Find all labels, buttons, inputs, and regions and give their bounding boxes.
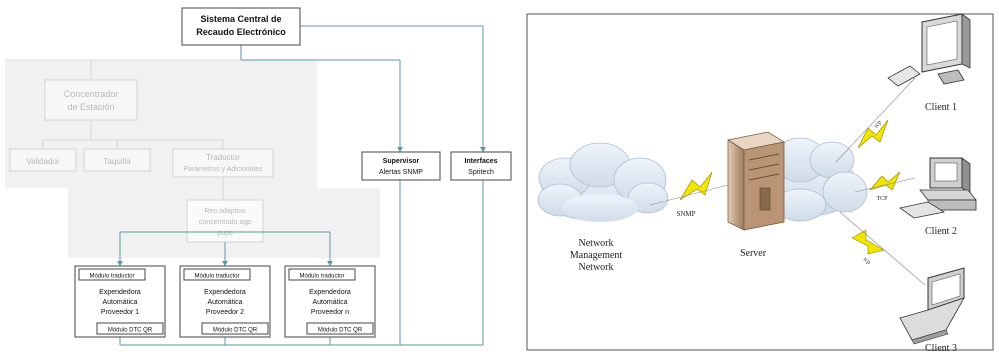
snmp-link-label: SNMP: [676, 210, 695, 218]
network-label-line1: Network: [579, 238, 614, 249]
module-box-3: Módulo traductor Expendedora Automática …: [284, 265, 376, 338]
traductor-line2: Parámetros y Adicionales: [184, 166, 263, 173]
supervisor-box: [361, 151, 441, 181]
module-2-line1: Expendedora: [204, 289, 246, 296]
traductor-box: [172, 148, 274, 178]
module-3-footer: Módulo DTC QR: [318, 328, 363, 334]
system-connectors: [119, 25, 484, 346]
concentrator-line1: Concentrador: [64, 89, 119, 99]
server-network-cloud: [772, 137, 868, 222]
network-label-line2: Management: [570, 250, 622, 261]
network-label-line3: Network: [579, 262, 614, 273]
middle-faded-box: [186, 199, 264, 243]
module-1-line2: Automática: [102, 299, 137, 306]
interfaces-line2: Spritech: [468, 169, 494, 176]
client-2-computer-icon: [899, 157, 977, 219]
server-label: Server: [740, 248, 767, 259]
module-2-header: Módulo traductor: [194, 274, 239, 280]
validator-label: Validador: [26, 157, 60, 166]
central-system-line1: Sistema Central de: [200, 14, 281, 24]
snmp-lightning-icon: [679, 171, 713, 201]
module-1-header: Módulo traductor: [89, 274, 134, 280]
interfaces-box: [450, 151, 512, 181]
taquilla-label: Taquilla: [103, 157, 131, 166]
module-2-footer: Módulo DTC QR: [213, 328, 258, 334]
module-3-line3: Proveedor n: [311, 309, 349, 316]
connector-arrowheads: [117, 147, 486, 266]
central-system-box: [181, 7, 301, 46]
module-1-line1: Expendedora: [99, 289, 141, 296]
central-system-line2: Recaudo Electrónico: [196, 27, 286, 37]
module-3-line1: Expendedora: [309, 289, 351, 296]
client-3-laptop-icon: [899, 267, 965, 345]
module-3-header: Módulo traductor: [299, 274, 344, 280]
supervisor-line2: Alertas SNMP: [379, 169, 423, 176]
supervisor-line1: Supervisor: [383, 158, 420, 165]
middle-line2: concentrado agp: [199, 219, 251, 226]
module-3-line2: Automática: [312, 299, 347, 306]
right-network-diagram: Network Management Network Server SNMP t…: [526, 13, 994, 354]
client-1-computer-icon: [887, 13, 971, 87]
management-network-cloud: [537, 142, 669, 222]
module-2-line2: Automática: [207, 299, 242, 306]
client-1-label: Client 1: [925, 102, 957, 113]
module-1-footer: Módulo DTC QR: [108, 328, 153, 334]
client-2-label: Client 2: [925, 226, 957, 237]
middle-line1: Reo adaptivo: [204, 208, 245, 215]
module-2-line3: Proveedor 2: [206, 309, 244, 316]
client1-link-label: tcp: [874, 120, 883, 129]
concentrator-box: [44, 79, 138, 121]
module-box-1: Módulo traductor Expendedora Automática …: [74, 265, 166, 338]
client3-link-label: tcp: [862, 257, 871, 266]
module-1-line3: Proveedor 1: [101, 309, 139, 316]
client2-link-label: TCP: [876, 196, 888, 202]
middle-line3: pupo: [217, 230, 233, 237]
server-icon: [726, 131, 786, 231]
concentrator-line2: de Estación: [67, 102, 114, 112]
interfaces-line1: Interfaces: [464, 158, 497, 165]
module-box-2: Módulo traductor Expendedora Automática …: [179, 265, 271, 338]
traductor-line1: Traductor: [206, 153, 240, 162]
link-lines: [649, 77, 926, 286]
left-architecture-diagram: Concentrador de Estación Validador Taqui…: [5, 7, 512, 346]
client-3-label: Client 3: [925, 343, 957, 354]
